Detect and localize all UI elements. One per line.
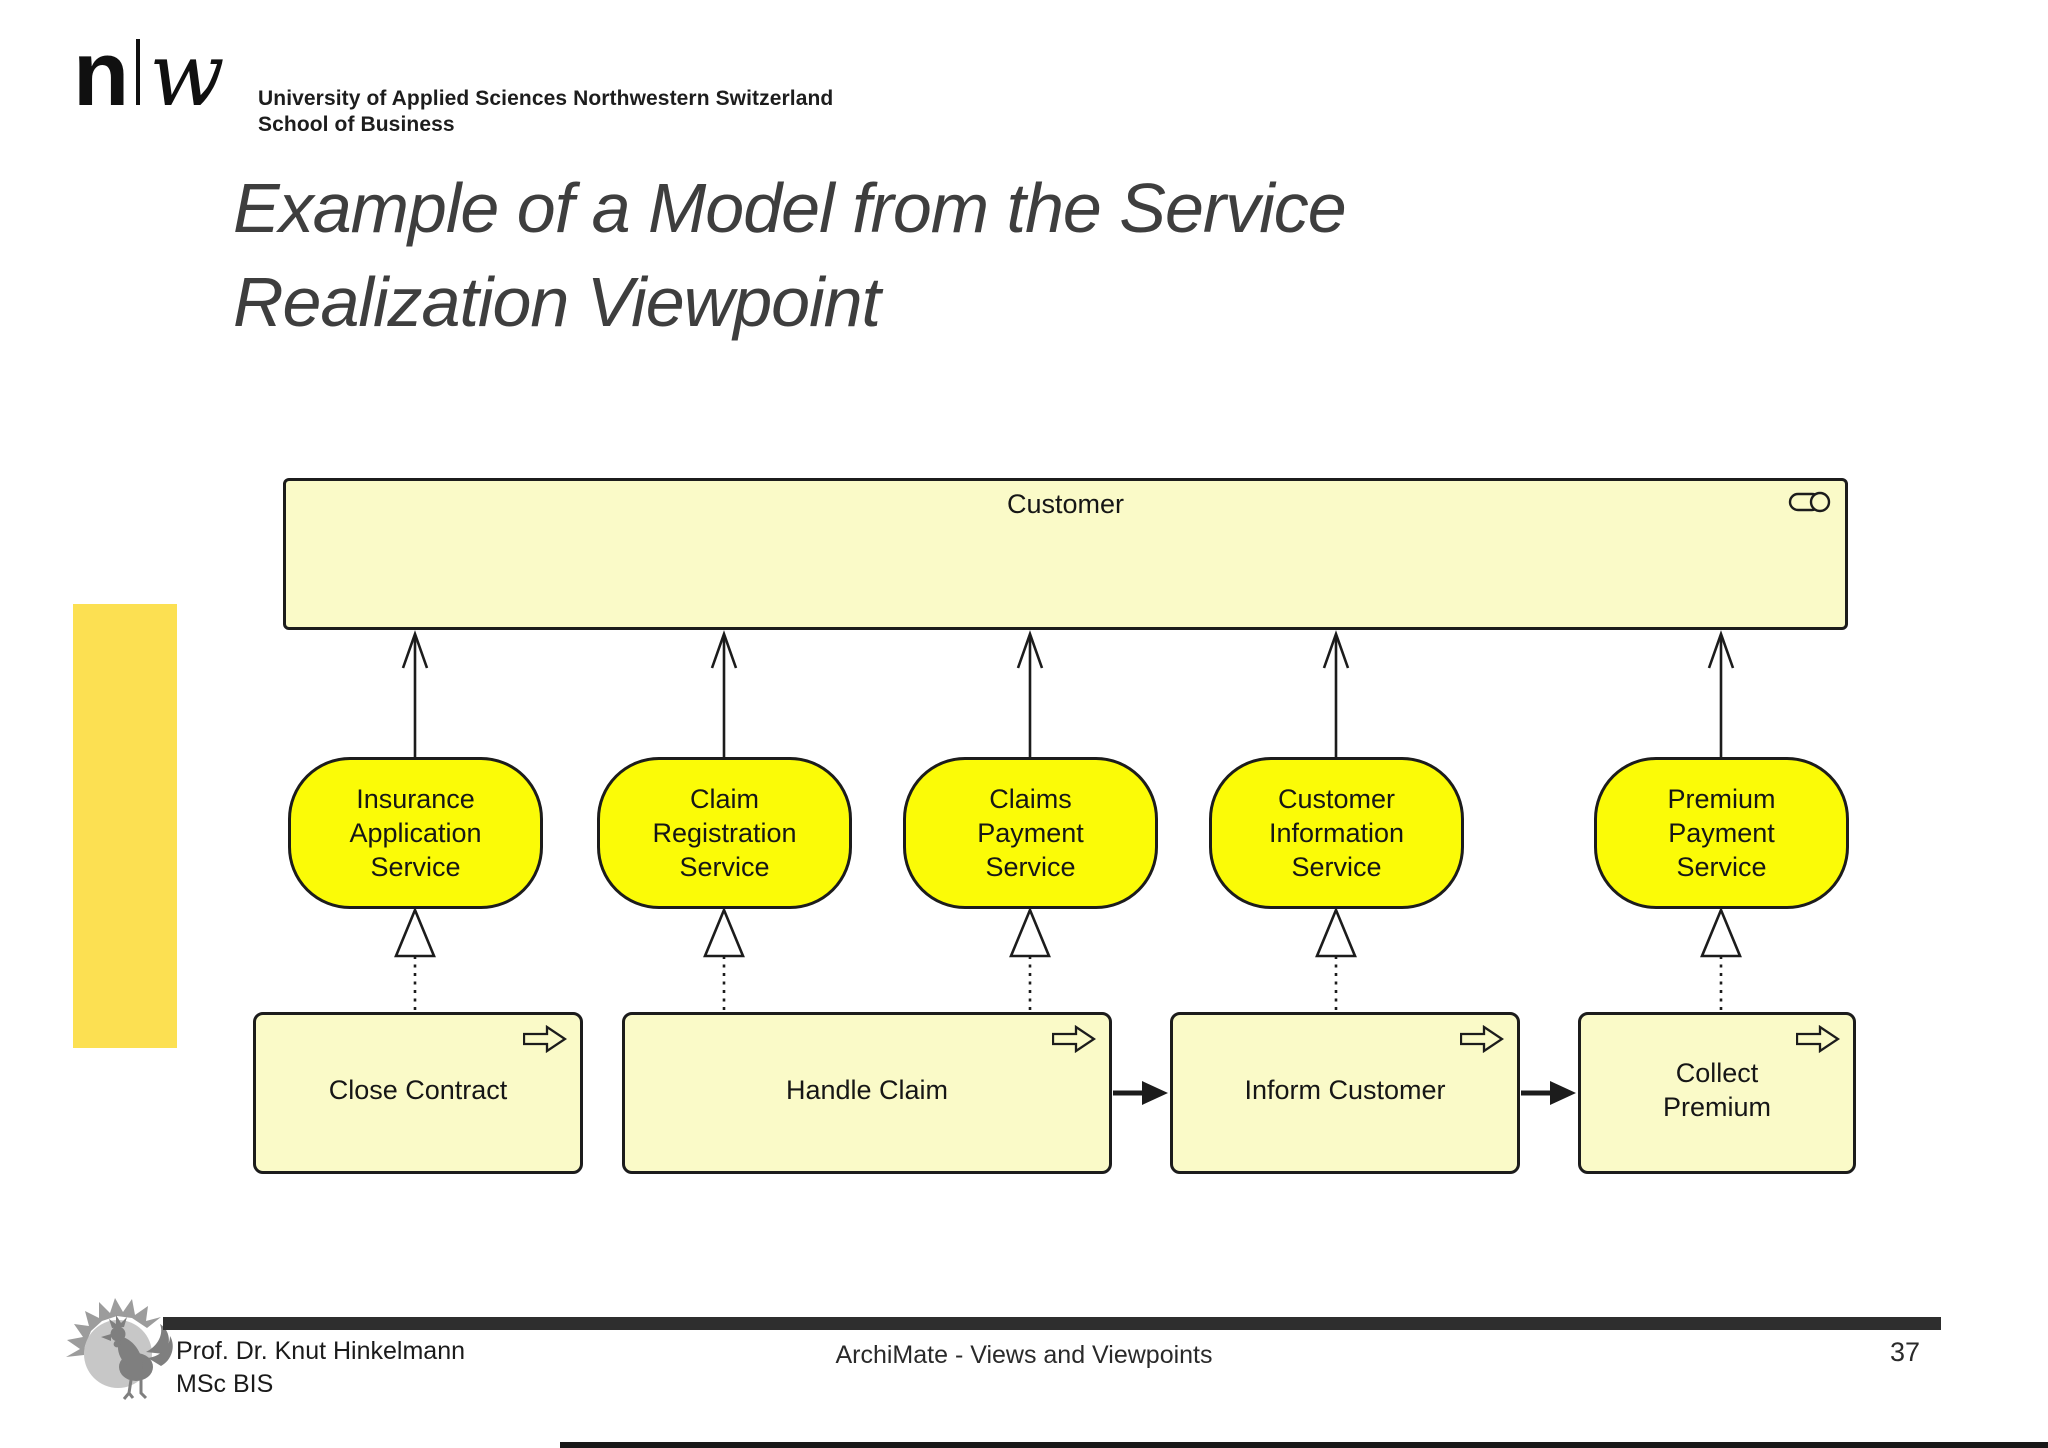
- serving-arrows: [401, 630, 1735, 758]
- business-role-icon: [1788, 491, 1831, 513]
- serving-arrow-5: [1707, 630, 1735, 758]
- service-label: Claims Payment Service: [977, 783, 1084, 882]
- serving-arrow-1: [401, 630, 429, 758]
- realization-arrow-5: [1700, 906, 1742, 1012]
- fhnw-logo-w: w: [149, 23, 225, 126]
- page-number: 37: [1889, 1337, 1920, 1367]
- fhnw-logo-divider: [136, 39, 141, 105]
- service-label: Insurance Application Service: [349, 783, 482, 882]
- business-process-icon: [1052, 1025, 1096, 1053]
- serving-arrow-3: [1016, 630, 1044, 758]
- service-customer-information: Customer Information Service: [1209, 757, 1464, 909]
- process-label: Collect Premium: [1662, 1057, 1771, 1122]
- fhnw-logo-n: n: [73, 23, 129, 125]
- rooster-icon: [66, 1298, 173, 1400]
- service-claim-registration: Claim Registration Service: [597, 757, 852, 909]
- process-close-contract: Close Contract: [253, 1012, 583, 1174]
- process-label: Inform Customer: [1244, 1074, 1446, 1105]
- service-premium-payment: Premium Payment Service: [1594, 757, 1849, 909]
- process-label: Close Contract: [328, 1074, 508, 1105]
- rooster-body: [101, 1315, 173, 1381]
- flow-arrow-2: [1521, 1081, 1576, 1105]
- footer-divider-bar: [163, 1317, 1941, 1330]
- footer-author-program: MSc BIS: [176, 1369, 274, 1398]
- customer-role-box: Customer: [283, 478, 1848, 630]
- fhnw-logo: n w: [73, 28, 225, 120]
- slide-title-line1: Example of a Model from the Service: [233, 169, 1347, 247]
- realization-arrow-2: [703, 906, 745, 1012]
- realization-arrow-3: [1009, 906, 1051, 1012]
- slide-title-line2: Realization Viewpoint: [233, 262, 881, 341]
- process-collect-premium: Collect Premium: [1578, 1012, 1856, 1174]
- rooster-crest: [66, 1298, 161, 1357]
- service-claims-payment: Claims Payment Service: [903, 757, 1158, 909]
- slide-title: Example of a Model from the Service Real…: [233, 162, 1347, 350]
- realization-arrow-1: [394, 906, 436, 1012]
- realization-arrow-4: [1315, 906, 1357, 1012]
- business-process-icon: [1460, 1025, 1504, 1053]
- realization-arrows: [394, 906, 1742, 1012]
- business-process-icon: [1796, 1025, 1840, 1053]
- accent-bar: [73, 604, 177, 1048]
- institution-line2: School of Business: [258, 113, 455, 137]
- service-label: Premium Payment Service: [1667, 783, 1776, 882]
- institution-line1: University of Applied Sciences Northwest…: [258, 87, 834, 110]
- service-label: Customer Information Service: [1268, 783, 1405, 882]
- service-label: Claim Registration Service: [652, 783, 797, 882]
- process-handle-claim: Handle Claim: [622, 1012, 1112, 1174]
- serving-arrow-4: [1322, 630, 1350, 758]
- customer-label: Customer: [1006, 489, 1125, 519]
- service-insurance-application: Insurance Application Service: [288, 757, 543, 909]
- rooster-legs: [122, 1379, 148, 1400]
- process-inform-customer: Inform Customer: [1170, 1012, 1520, 1174]
- business-process-icon: [523, 1025, 567, 1053]
- bottom-edge-strip: [560, 1442, 2048, 1448]
- footer-author: Prof. Dr. Knut Hinkelmann MSc BIS: [176, 1335, 465, 1400]
- process-label: Handle Claim: [785, 1074, 949, 1105]
- serving-arrow-2: [710, 630, 738, 758]
- footer-author-name: Prof. Dr. Knut Hinkelmann: [176, 1337, 466, 1365]
- footer-course-title: ArchiMate - Views and Viewpoints: [835, 1341, 1213, 1369]
- institution-name: University of Applied Sciences Northwest…: [258, 86, 833, 138]
- flow-arrow-1: [1113, 1081, 1168, 1105]
